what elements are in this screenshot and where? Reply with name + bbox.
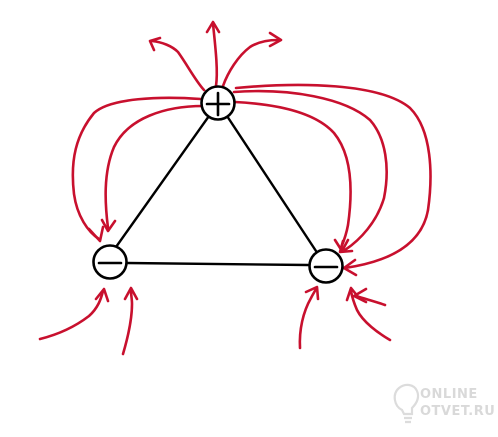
field-lines [38, 20, 432, 356]
plus-sign [205, 91, 231, 117]
watermark-line1: ONLINE [420, 387, 478, 402]
watermark [393, 383, 420, 424]
arrowhead-right-far [342, 258, 358, 277]
field-line-out-left [150, 39, 206, 92]
charge-negative-left [92, 244, 128, 280]
field-line-plus-to-left-inner [104, 104, 205, 230]
arrowhead-out-left [148, 36, 162, 52]
field-line-in-left-a [38, 289, 105, 341]
field-line-in-right-a [298, 287, 318, 350]
field-line-out-up [211, 22, 219, 88]
arrowhead-out-up [205, 20, 221, 34]
field-line-out-right [221, 38, 280, 88]
charge-negative-right [308, 248, 344, 284]
triangle-edge-left [114, 114, 211, 249]
arrowhead-in-left-b [123, 286, 139, 301]
arrowhead-in-left-a [94, 287, 110, 303]
lightbulb-icon [393, 383, 420, 424]
arrowhead-in-right-a [304, 285, 320, 301]
arrowhead-right-outer [338, 239, 354, 254]
arrowhead-left-outer [87, 225, 105, 243]
triangle-edge-bottom [125, 261, 310, 267]
triangle [114, 114, 318, 267]
field-line-plus-to-right-inner [233, 100, 352, 250]
field-line-plus-to-right-outer [232, 89, 388, 252]
arrowhead-in-right-c [352, 287, 368, 304]
watermark-text: ONLINE OTVET.RU [420, 386, 495, 420]
watermark-line2: OTVET.RU [420, 404, 496, 419]
field-line-plus-to-left-outer [71, 96, 203, 241]
field-line-plus-to-right-far [234, 83, 432, 270]
field-line-in-left-b [121, 289, 134, 356]
triangle-edge-right [225, 114, 318, 253]
field-line-in-right-c [354, 294, 387, 307]
arrowhead-out-right [268, 31, 283, 48]
charge-positive [200, 85, 236, 121]
arrowhead-left-inner [100, 218, 117, 233]
field-line-in-right-b [349, 289, 392, 342]
